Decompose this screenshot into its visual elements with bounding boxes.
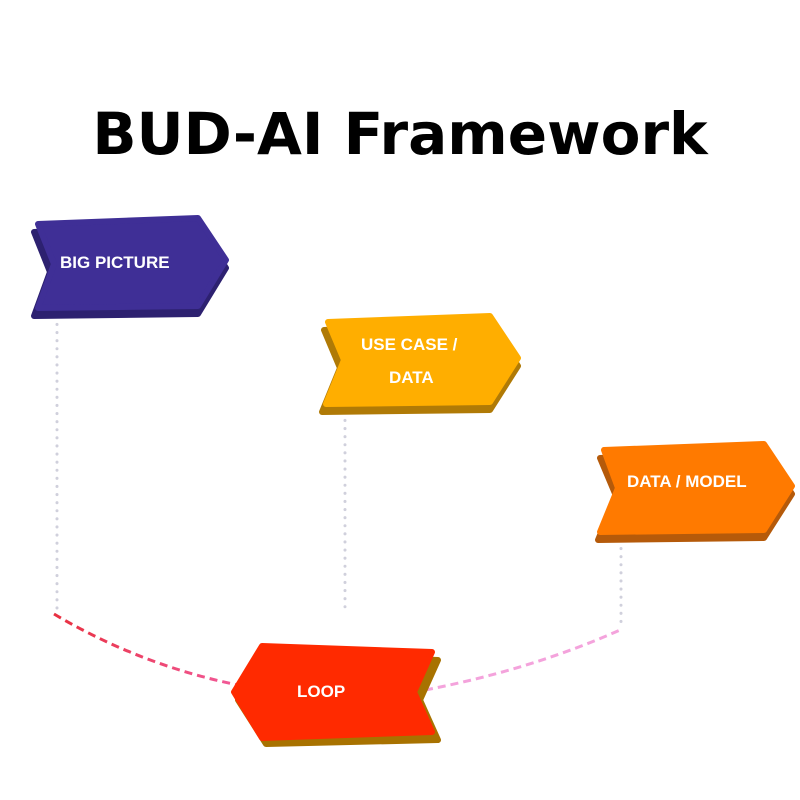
node-data-model-label: DATA / MODEL — [627, 472, 747, 491]
curve-right — [424, 628, 621, 692]
curve-left — [53, 612, 239, 687]
node-loop-label: LOOP — [297, 682, 345, 701]
node-data-model-shape — [597, 441, 795, 535]
node-use-case[interactable]: USE CASE / DATA — [319, 313, 521, 415]
node-loop[interactable]: LOOP — [231, 643, 441, 747]
node-use-case-shape — [323, 313, 521, 407]
node-loop-shape — [231, 643, 435, 741]
node-use-case-label-line1: USE CASE / — [361, 335, 458, 354]
node-big-picture-label: BIG PICTURE — [60, 253, 170, 272]
node-big-picture[interactable]: BIG PICTURE — [31, 215, 229, 319]
page-title: BUD-AI Framework — [92, 100, 708, 168]
node-data-model[interactable]: DATA / MODEL — [595, 441, 795, 543]
node-use-case-label-line2: DATA — [389, 368, 434, 387]
node-big-picture-shape — [35, 215, 229, 311]
